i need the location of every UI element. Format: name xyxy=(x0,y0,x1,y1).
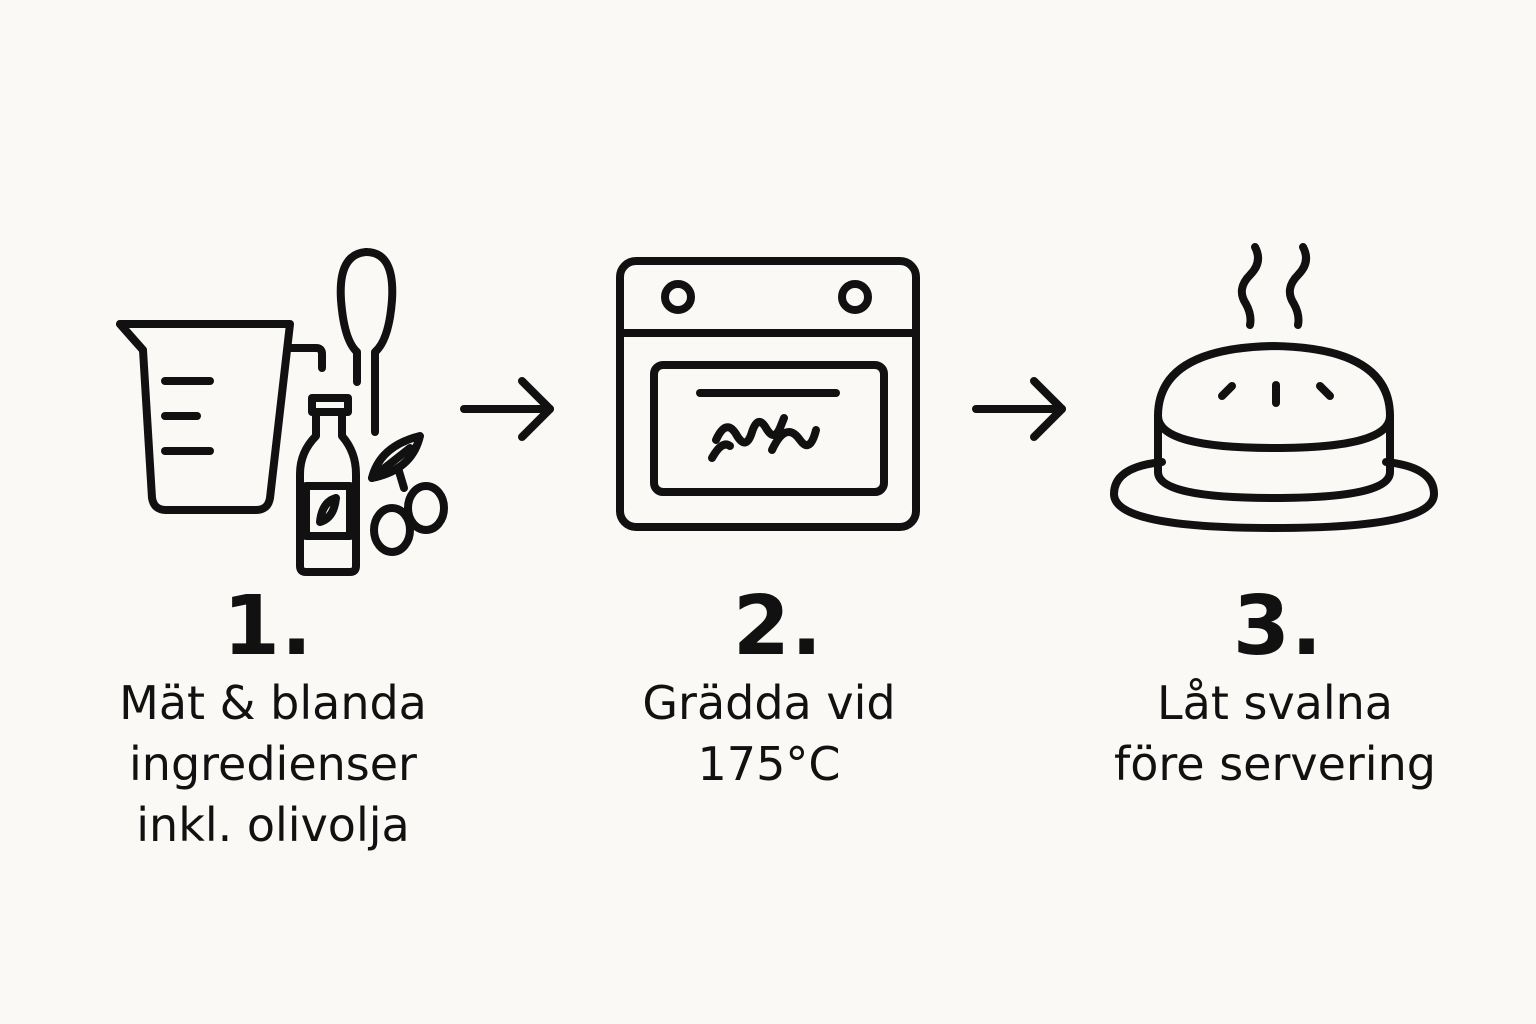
step-1-number: 1. xyxy=(222,579,314,674)
step-1-line-2: ingredienser xyxy=(129,737,417,791)
measuring-cup-icon xyxy=(116,320,326,514)
step-2-number: 2. xyxy=(732,579,824,674)
step-1-label: Mät & blanda ingredienser inkl. olivolja xyxy=(63,673,483,856)
step-3-line-2: före servering xyxy=(1114,737,1436,791)
step-3-line-1: Låt svalna xyxy=(1157,676,1393,730)
step-1-line-3: inkl. olivolja xyxy=(136,798,410,852)
step-3-number: 3. xyxy=(1232,579,1324,674)
step-3-label: Låt svalna före servering xyxy=(1065,673,1485,795)
spoon-icon xyxy=(336,248,397,436)
step-2-line-1: Grädda vid xyxy=(642,676,896,730)
arrow-right-icon xyxy=(460,377,554,441)
olive-oil-bottle-icon xyxy=(296,394,360,576)
arrow-right-icon xyxy=(972,377,1066,441)
steam-icon xyxy=(1237,243,1311,329)
step-2-label: Grädda vid 175°C xyxy=(559,673,979,795)
cake-on-plate-icon xyxy=(1110,342,1438,532)
step-1-line-1: Mät & blanda xyxy=(119,676,427,730)
step-2-line-2: 175°C xyxy=(697,737,841,791)
oven-icon xyxy=(616,257,920,531)
olive-branch-icon xyxy=(368,432,448,556)
